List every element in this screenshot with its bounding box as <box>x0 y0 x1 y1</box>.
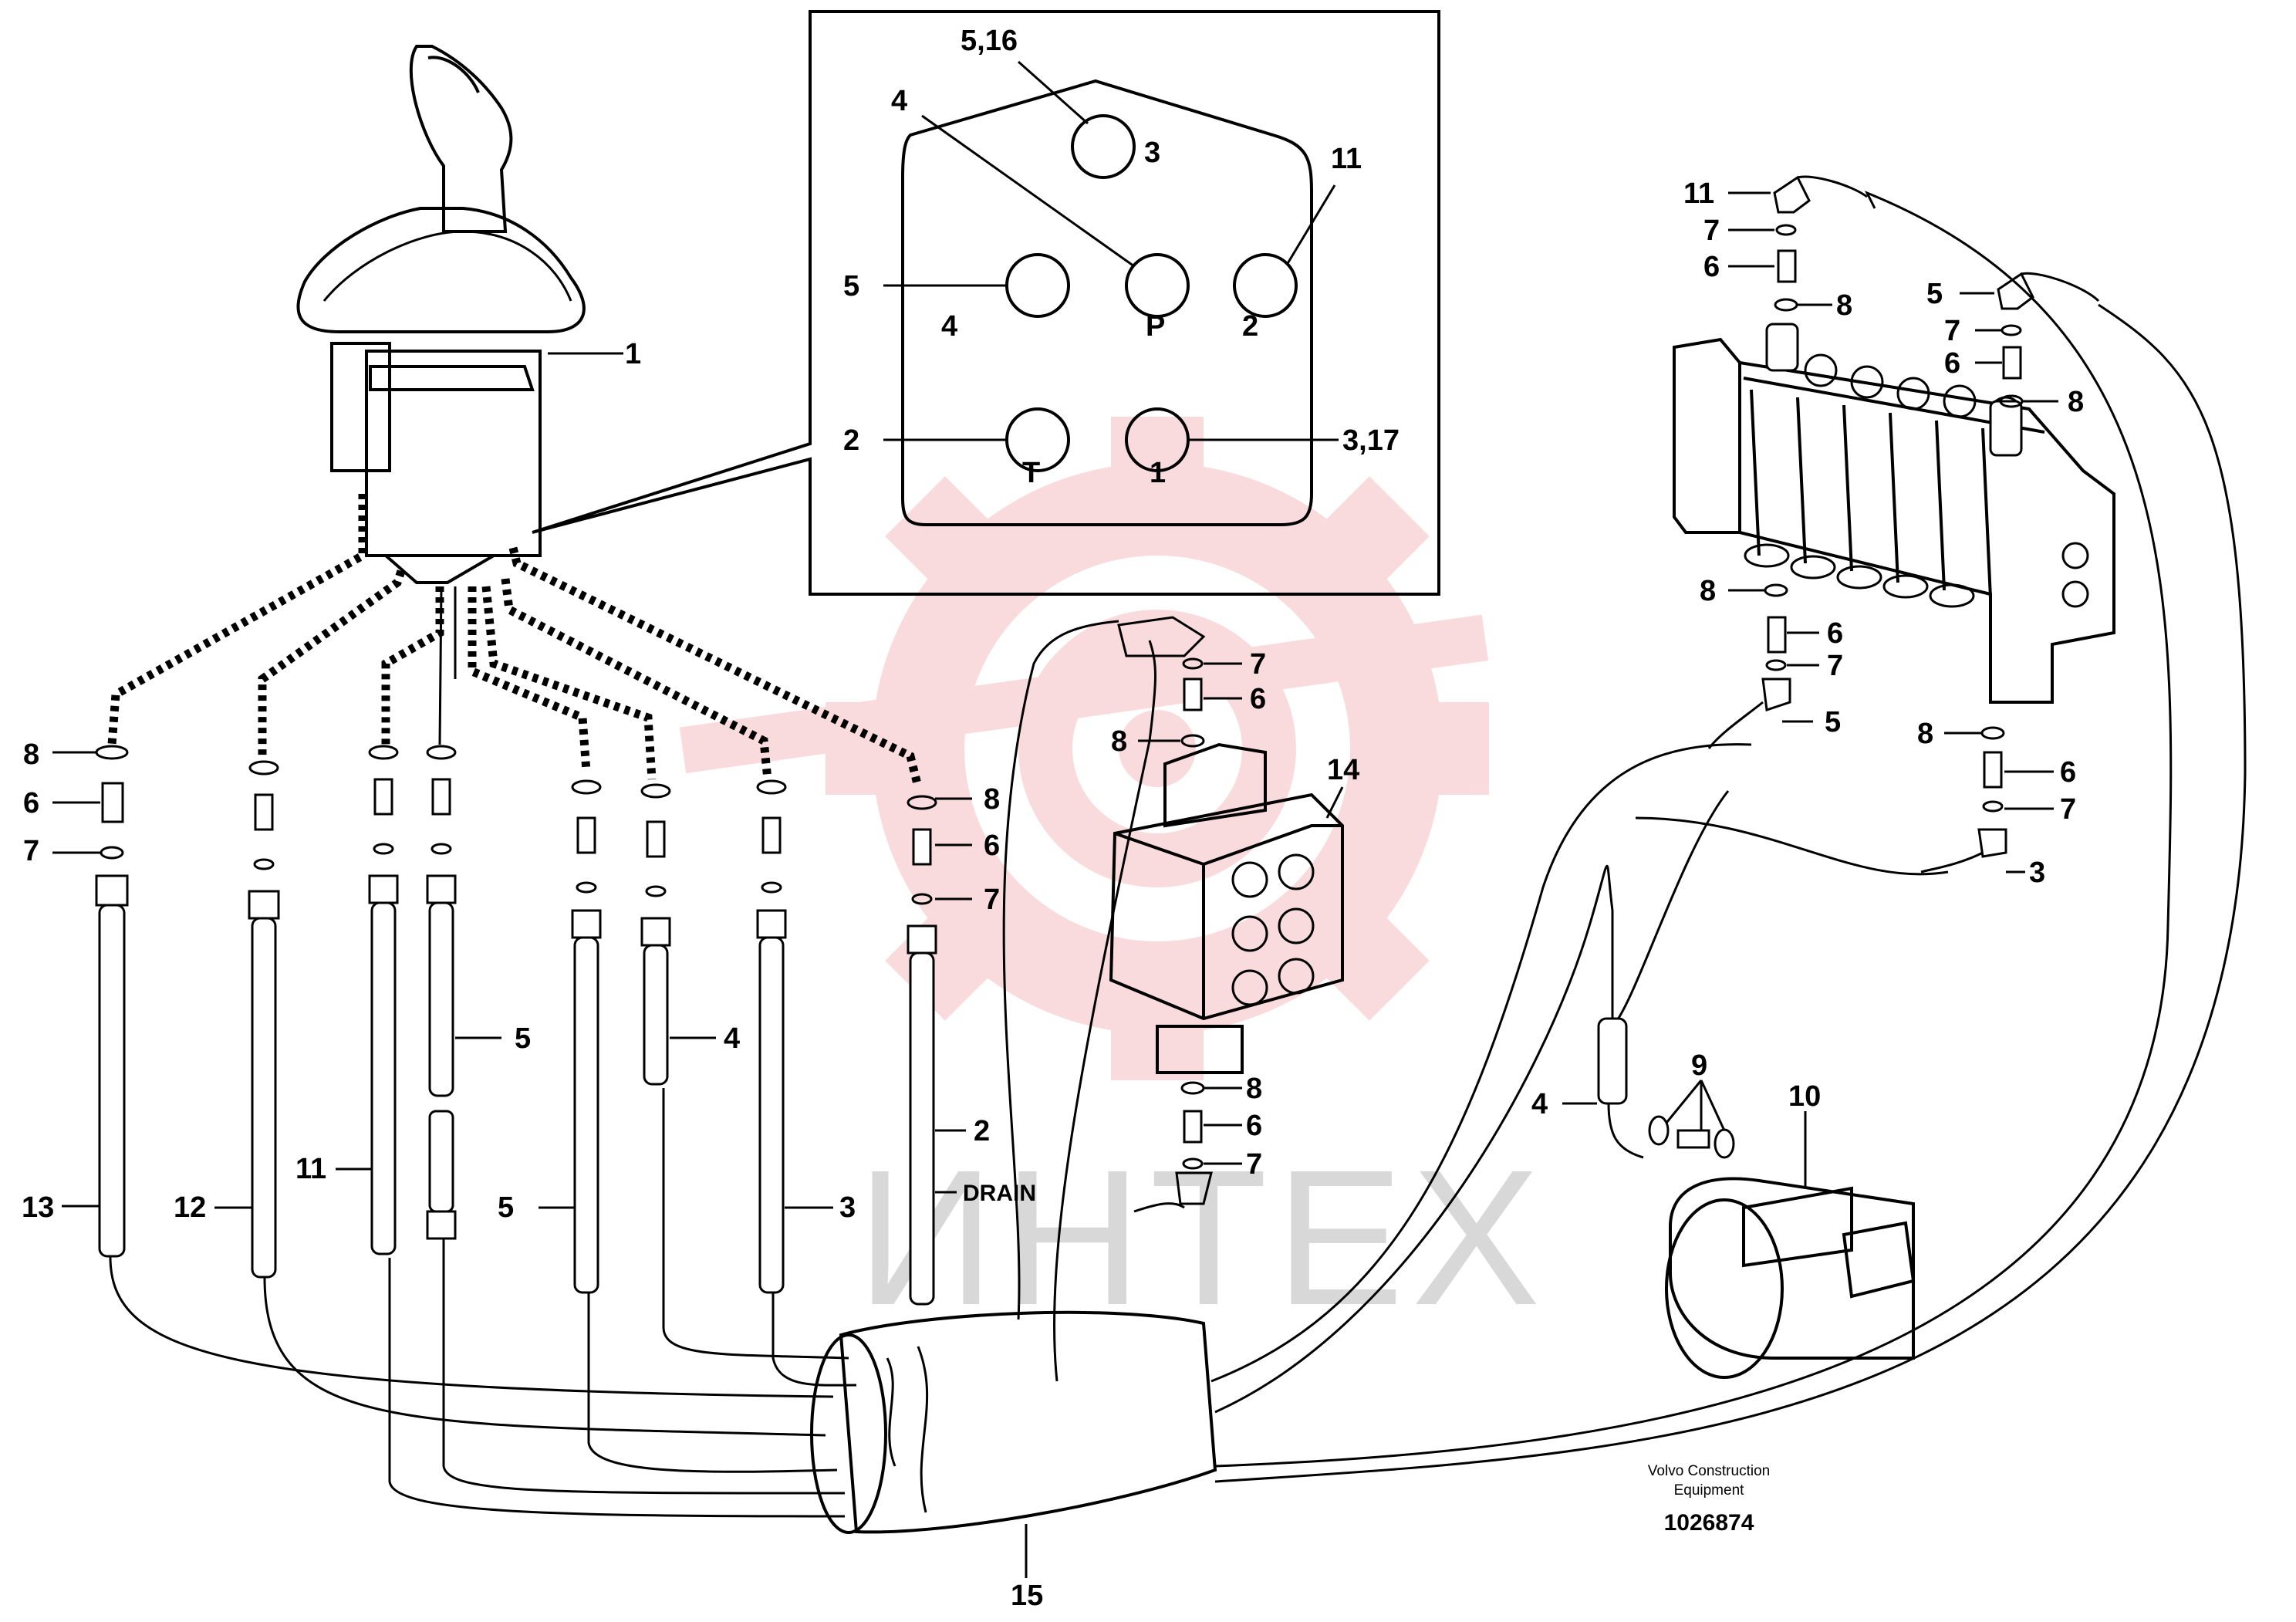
callout-inset-5-16: 5,16 <box>961 25 1018 57</box>
port-label-t: T <box>1022 457 1040 489</box>
fitting-stack-5a: 5 <box>426 745 531 1240</box>
callout-fit-7: 7 <box>23 835 39 867</box>
callout-mv-8c: 8 <box>1700 575 1716 607</box>
port-label-1: 1 <box>1150 457 1166 489</box>
watermark-text: ИНТЕХ <box>856 1130 1548 1345</box>
fitting-stack-12: 12 <box>174 760 280 1279</box>
fitting-stack-4: 4 <box>640 783 740 1086</box>
callout-mv-7b: 7 <box>1944 315 1960 347</box>
callout-hose-5b: 5 <box>498 1191 514 1224</box>
footer-company-line2: Equipment <box>1674 1482 1745 1499</box>
callout-fit-8: 8 <box>23 738 39 771</box>
callout-mv-7c: 7 <box>1827 650 1843 682</box>
callout-mv-7a: 7 <box>1703 215 1720 247</box>
callout-drain-6: 6 <box>984 830 1000 862</box>
fitting-stack-11: 11 <box>295 745 399 1255</box>
callout-sol-4: 4 <box>1531 1088 1548 1120</box>
callout-sol-9: 9 <box>1691 1049 1707 1082</box>
callout-mv-8d: 8 <box>1917 718 1933 750</box>
callout-fit-6: 6 <box>23 787 39 819</box>
callout-inset-4: 4 <box>891 85 907 117</box>
fitting-stack-3: 3 <box>756 779 856 1294</box>
callout-v14-6a: 6 <box>1250 683 1266 715</box>
callout-mv-11: 11 <box>1683 177 1714 210</box>
fitting-stack-13: 8 6 7 13 <box>22 738 129 1258</box>
callout-inset-3-17: 3,17 <box>1342 424 1400 457</box>
callout-v14-8a: 8 <box>1111 725 1127 758</box>
callout-mv-3: 3 <box>2029 857 2045 889</box>
callout-mv-6a: 6 <box>1703 251 1720 283</box>
callout-hose-2: 2 <box>974 1115 990 1147</box>
callout-v14-7a: 7 <box>1250 648 1266 681</box>
watermark-logo <box>679 417 1489 1080</box>
hose-runs <box>109 191 2247 1518</box>
callout-mv-6d: 6 <box>2060 756 2076 789</box>
fitting-stack-5b: 5 <box>498 779 602 1294</box>
callout-mv-6c: 6 <box>1827 617 1843 650</box>
callout-mv-8b: 8 <box>2068 386 2084 418</box>
drawing-number: 1026874 <box>1664 1510 1754 1536</box>
port-label-p: P <box>1146 310 1165 343</box>
callout-hose-3: 3 <box>839 1191 856 1224</box>
callout-sol-10: 10 <box>1788 1080 1821 1113</box>
callout-v14-8b: 8 <box>1246 1073 1262 1105</box>
solenoid-assembly: 4 9 10 <box>1531 1017 1916 1379</box>
callout-hose-12: 12 <box>174 1191 206 1224</box>
valve-14: 14 7 6 8 8 6 7 <box>1109 616 1359 1213</box>
port-label-4: 4 <box>941 310 957 343</box>
port-label-3: 3 <box>1144 137 1160 169</box>
callout-drain-8: 8 <box>984 783 1000 816</box>
callout-valve-14: 14 <box>1327 754 1359 786</box>
callout-sleeve-15: 15 <box>1011 1580 1043 1612</box>
callout-inset-5: 5 <box>843 270 859 302</box>
callout-inset-11: 11 <box>1331 143 1362 175</box>
main-control-valve: 11 7 6 8 5 7 6 8 8 6 7 5 <box>1673 175 2115 889</box>
callout-inset-2: 2 <box>843 424 859 457</box>
callout-mv-6b: 6 <box>1944 347 1960 380</box>
callout-v14-6b: 6 <box>1246 1110 1262 1142</box>
callout-hose-11: 11 <box>295 1153 326 1185</box>
callout-hose-13: 13 <box>22 1191 54 1224</box>
drain-label: DRAIN <box>963 1181 1036 1206</box>
sleeve-callout: 15 <box>1011 1524 1043 1612</box>
port-inset: 5,16 4 11 5 2 3,17 3 4 P 2 T 1 <box>532 10 1440 596</box>
callout-joystick: 1 <box>625 338 641 370</box>
joystick-assembly: 1 <box>296 45 641 584</box>
callout-drain-7: 7 <box>984 884 1000 916</box>
callout-mv-5b: 5 <box>1825 706 1841 738</box>
footer-company: Volvo Construction <box>1648 1463 1770 1479</box>
protective-sleeve <box>810 1310 1217 1534</box>
drawing-footer: Volvo Construction Equipment 1026874 <box>1648 1463 1770 1536</box>
callout-mv-5a: 5 <box>1926 278 1943 310</box>
callout-hose-4: 4 <box>724 1022 740 1055</box>
callout-mv-8a: 8 <box>1836 289 1852 322</box>
callout-v14-7b: 7 <box>1246 1148 1262 1181</box>
pilot-lines <box>107 494 923 789</box>
callout-hose-5a: 5 <box>515 1022 531 1055</box>
callout-mv-7d: 7 <box>2060 793 2076 826</box>
port-label-2: 2 <box>1242 310 1258 343</box>
fitting-stack-2-drain: 8 6 7 2 DRAIN <box>907 783 1036 1306</box>
